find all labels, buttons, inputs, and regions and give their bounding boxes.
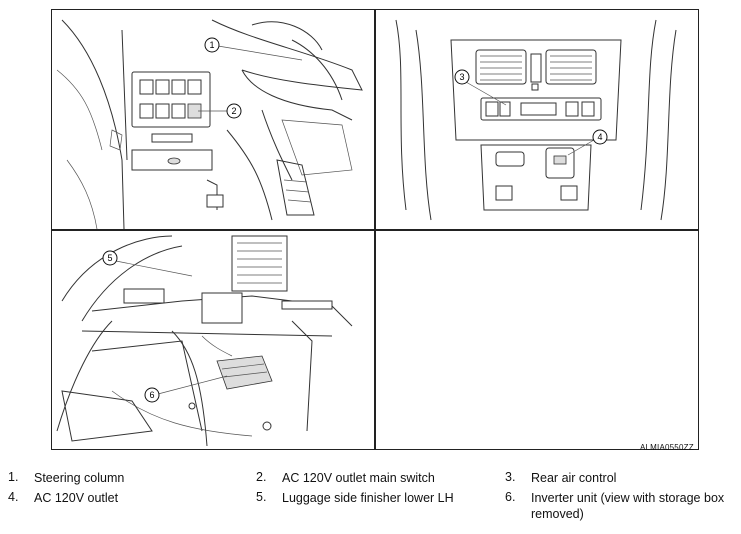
legend-text: Steering column (34, 471, 125, 485)
legend-text: Rear air control (531, 471, 617, 485)
callout-5: 5 (102, 250, 193, 277)
panel-divider-horizontal-right (374, 229, 699, 231)
legend-item-3: 3. Rear air control (505, 470, 616, 486)
svg-text:1: 1 (209, 40, 214, 50)
legend-item-1: 1. Steering column (8, 470, 124, 486)
callout-2: 2 (198, 103, 242, 119)
svg-text:4: 4 (597, 132, 602, 142)
callout-6: 6 (144, 375, 228, 403)
svg-text:6: 6 (149, 390, 154, 400)
legend-number: 1. (8, 470, 19, 484)
callout-1: 1 (204, 37, 303, 61)
svg-text:3: 3 (459, 72, 464, 82)
legend-item-5: 5. Luggage side finisher lower LH (256, 490, 454, 506)
legend-number: 4. (8, 490, 19, 504)
panel-rear-console: 3 4 (376, 10, 698, 229)
legend-text: Luggage side finisher lower LH (282, 491, 454, 505)
callout-4: 4 (567, 129, 608, 156)
svg-text:2: 2 (231, 106, 236, 116)
svg-text:5: 5 (107, 253, 112, 263)
steering-dashboard-illustration: 1 2 (56, 19, 363, 229)
panel-steering-dashboard: 1 2 (52, 10, 374, 229)
callout-3: 3 (454, 69, 507, 106)
legend-text: AC 120V outlet (34, 491, 119, 505)
legend-number: 5. (256, 490, 267, 504)
legend-item-4: 4. AC 120V outlet (8, 490, 118, 506)
panel-luggage-inverter: 5 6 (52, 231, 374, 449)
legend-item-6: 6. Inverter unit (view with storage box … (505, 490, 735, 522)
legend-number: 6. (505, 490, 516, 504)
reference-code: ALMIA0550ZZ (640, 443, 694, 452)
legend-text: Inverter unit (view with storage box rem… (531, 491, 725, 521)
legend-text: AC 120V outlet main switch (282, 471, 435, 485)
legend-number: 3. (505, 470, 516, 484)
legend-item-2: 2. AC 120V outlet main switch (256, 470, 435, 486)
rear-console-illustration: 3 4 (395, 19, 677, 221)
panel-divider-horizontal (51, 229, 375, 231)
luggage-inverter-illustration: 5 6 (56, 235, 353, 447)
legend-number: 2. (256, 470, 267, 484)
